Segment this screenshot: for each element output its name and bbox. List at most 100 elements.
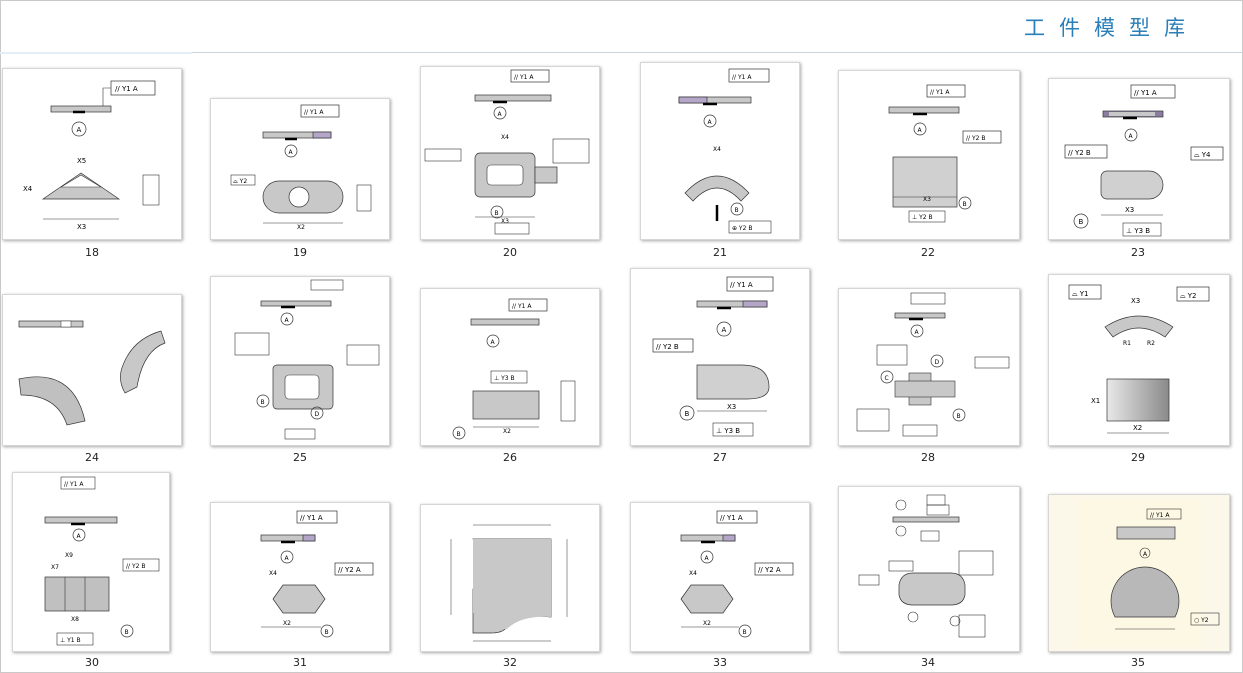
svg-text:○ Y2: ○ Y2	[1194, 617, 1209, 624]
model-card-28[interactable]: A D C B	[838, 288, 1020, 446]
svg-text:X8: X8	[71, 616, 79, 623]
svg-text:// Y1 A: // Y1 A	[304, 109, 324, 116]
model-card-20[interactable]: A // Y1 A X3 X4 B	[420, 66, 600, 240]
svg-text:B: B	[1079, 218, 1084, 226]
svg-text:// Y1 A: // Y1 A	[732, 74, 752, 81]
svg-text:X4: X4	[713, 146, 721, 153]
model-number-26: 26	[503, 451, 517, 464]
model-number-20: 20	[503, 246, 517, 259]
model-number-28: 28	[921, 451, 935, 464]
svg-text:B: B	[957, 413, 961, 420]
svg-text:A: A	[915, 329, 920, 336]
svg-text:A: A	[491, 339, 496, 346]
svg-text:// Y1 A: // Y1 A	[300, 514, 323, 522]
svg-text:X9: X9	[65, 552, 73, 559]
svg-text:// Y2 B: // Y2 B	[126, 563, 145, 570]
svg-text:// Y1 A: // Y1 A	[930, 89, 950, 96]
model-number-19: 19	[293, 246, 307, 259]
svg-text:// Y2 B: // Y2 B	[656, 343, 679, 351]
svg-text:A: A	[1143, 551, 1148, 558]
svg-text:R1: R1	[1123, 340, 1131, 347]
svg-text:A: A	[705, 555, 710, 562]
model-card-32[interactable]	[420, 504, 600, 652]
svg-text:// Y1 A: // Y1 A	[730, 281, 753, 289]
svg-text:B: B	[261, 399, 265, 406]
svg-text:⊥ Y1 B: ⊥ Y1 B	[60, 637, 81, 644]
svg-text:// Y2 A: // Y2 A	[758, 566, 781, 574]
model-number-25: 25	[293, 451, 307, 464]
svg-text:⌓ Y2: ⌓ Y2	[1180, 292, 1197, 300]
svg-text:// Y1 A: // Y1 A	[64, 481, 84, 488]
svg-text:B: B	[457, 431, 461, 438]
model-card-27[interactable]: A // Y1 A // Y2 B X3 B ⊥ Y3 B	[630, 268, 810, 446]
svg-text:⊥ Y3 B: ⊥ Y3 B	[1126, 227, 1150, 235]
svg-text:X3: X3	[501, 218, 509, 225]
svg-text:A: A	[77, 126, 82, 134]
svg-text:A: A	[1129, 133, 1134, 140]
model-number-23: 23	[1131, 246, 1145, 259]
model-number-18: 18	[85, 246, 99, 259]
model-card-23[interactable]: A // Y1 A // Y2 B ⌓ Y4 X3 B ⊥ Y3 B	[1048, 78, 1230, 240]
model-card-22[interactable]: A // Y1 A // Y2 B X3 B ⊥ Y2 B	[838, 70, 1020, 240]
svg-text:A: A	[289, 149, 294, 156]
svg-text:X3: X3	[77, 223, 86, 231]
svg-text:B: B	[685, 410, 690, 418]
svg-text:X2: X2	[703, 620, 711, 627]
svg-text:R2: R2	[1147, 340, 1155, 347]
svg-text:⊥ Y3 B: ⊥ Y3 B	[494, 375, 515, 382]
header-accent-line	[0, 52, 192, 54]
svg-text:A: A	[708, 119, 713, 126]
svg-text:X1: X1	[1091, 397, 1100, 405]
svg-text:B: B	[963, 201, 967, 208]
model-card-21[interactable]: A // Y1 A X4 B ⊕ Y2 B	[640, 62, 800, 240]
model-number-31: 31	[293, 656, 307, 669]
svg-text:// Y1 A: // Y1 A	[1134, 89, 1157, 97]
model-card-25[interactable]: A B D	[210, 276, 390, 446]
svg-text:X2: X2	[503, 428, 511, 435]
model-number-24: 24	[85, 451, 99, 464]
model-number-30: 30	[85, 656, 99, 669]
model-card-26[interactable]: A // Y1 A X2 ⊥ Y3 B B	[420, 288, 600, 446]
svg-text:⊥ Y3 B: ⊥ Y3 B	[716, 427, 740, 435]
model-card-30[interactable]: A // Y1 A X9 X7 X8 // Y2 B B ⊥ Y1 B	[12, 472, 170, 652]
svg-text:B: B	[325, 629, 329, 636]
svg-text:⌓ Y4: ⌓ Y4	[1194, 151, 1211, 159]
svg-text:⌓ Y2: ⌓ Y2	[233, 178, 247, 185]
svg-text:// Y1 A: // Y1 A	[720, 514, 743, 522]
model-number-27: 27	[713, 451, 727, 464]
svg-text:A: A	[498, 111, 503, 118]
model-number-32: 32	[503, 656, 517, 669]
svg-text:D: D	[315, 411, 320, 418]
model-card-31[interactable]: A // Y1 A // Y2 A X2 X4 B	[210, 502, 390, 652]
svg-text:A: A	[285, 555, 290, 562]
svg-text:X4: X4	[501, 134, 509, 141]
model-number-35: 35	[1131, 656, 1145, 669]
model-card-34[interactable]	[838, 486, 1020, 652]
model-number-34: 34	[921, 656, 935, 669]
model-number-21: 21	[713, 246, 727, 259]
svg-text:X3: X3	[1131, 297, 1140, 305]
svg-text:X4: X4	[23, 185, 33, 193]
model-card-35[interactable]: A // Y1 A ○ Y2	[1048, 494, 1230, 652]
svg-text:// Y2 A: // Y2 A	[338, 566, 361, 574]
svg-text:// Y2 B: // Y2 B	[966, 135, 985, 142]
model-card-19[interactable]: A // Y1 A X2 ⌓ Y2	[210, 98, 390, 240]
model-card-18[interactable]: A // Y1 A X3 X5 X4	[2, 68, 182, 240]
svg-text:A: A	[722, 326, 727, 334]
svg-text:C: C	[885, 375, 889, 382]
svg-text:⌓ Y1: ⌓ Y1	[1072, 290, 1089, 298]
model-card-33[interactable]: A // Y1 A // Y2 A X2 X4 B	[630, 502, 810, 652]
svg-text:B: B	[125, 629, 129, 636]
page-title: 工件模型库	[1024, 16, 1199, 40]
svg-text:D: D	[935, 359, 940, 366]
model-card-24[interactable]	[2, 294, 182, 446]
svg-text:B: B	[735, 207, 739, 214]
svg-text:// Y1 A: // Y1 A	[115, 85, 138, 93]
svg-text:⊥ Y2 B: ⊥ Y2 B	[912, 214, 933, 221]
model-number-22: 22	[921, 246, 935, 259]
svg-text:A: A	[918, 127, 923, 134]
svg-text:X5: X5	[77, 157, 86, 165]
model-card-29[interactable]: ⌓ Y1 ⌓ Y2 X3 R1 R2 X2 X1	[1048, 274, 1230, 446]
svg-text:X3: X3	[1125, 206, 1134, 214]
svg-text:X4: X4	[269, 570, 277, 577]
